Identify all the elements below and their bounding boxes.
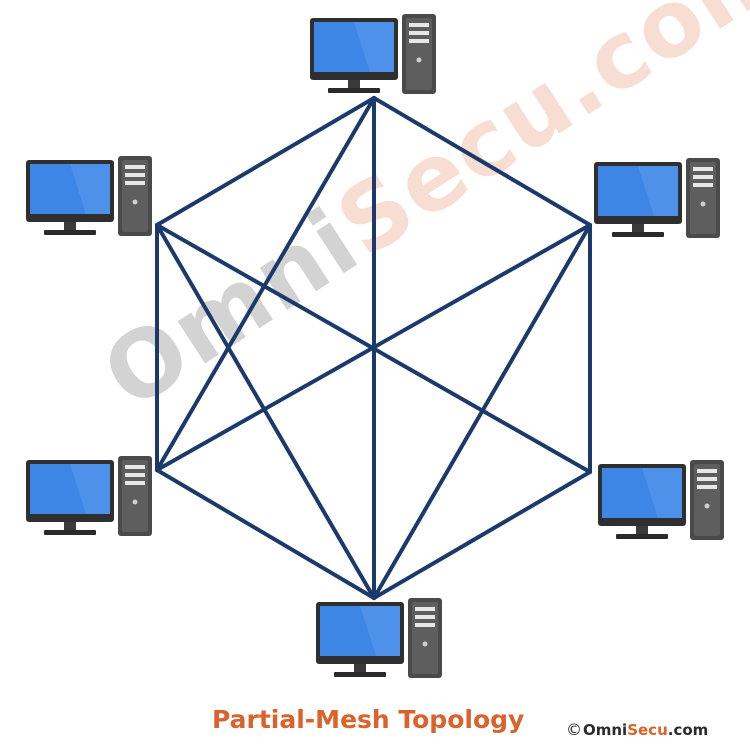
desktop-computer-icon xyxy=(598,460,724,540)
drive-bay xyxy=(415,615,435,619)
screen-glare xyxy=(70,164,110,214)
copyright-symbol: © xyxy=(566,720,582,739)
link-top-upper-right xyxy=(372,96,592,227)
drive-bay xyxy=(697,477,717,481)
drive-bay xyxy=(125,165,145,169)
computer-node-upper-left xyxy=(26,156,152,236)
drive-bay xyxy=(415,623,435,627)
computer-node-lower-left xyxy=(26,456,152,536)
monitor-base xyxy=(616,534,668,539)
computer-node-upper-right xyxy=(594,158,720,238)
computer-node-top xyxy=(310,14,436,94)
tower-front xyxy=(694,464,720,536)
monitor-base xyxy=(328,88,380,93)
links-layer xyxy=(155,96,592,600)
power-button xyxy=(132,499,138,505)
power-button xyxy=(704,503,710,509)
screen-glare xyxy=(360,606,400,656)
tower-front xyxy=(406,18,432,90)
monitor-neck xyxy=(354,664,366,672)
power-button xyxy=(700,201,706,207)
brand-logo: ©OmniSecu.com xyxy=(566,720,708,739)
monitor-base xyxy=(612,232,664,237)
screen-glare xyxy=(70,464,110,514)
power-button xyxy=(422,641,428,647)
drive-bay xyxy=(697,469,717,473)
drive-bay xyxy=(125,465,145,469)
computer-node-bottom xyxy=(316,598,442,678)
drive-bay xyxy=(125,481,145,485)
drive-bay xyxy=(125,181,145,185)
drive-bay xyxy=(697,485,717,489)
drive-bay xyxy=(409,39,429,43)
tower-front xyxy=(690,162,716,234)
monitor-base xyxy=(44,230,96,235)
diagram-title: Partial-Mesh Topology xyxy=(212,705,525,734)
monitor-base xyxy=(334,672,386,677)
brand-part3: .com xyxy=(667,721,709,739)
desktop-computer-icon xyxy=(26,456,152,536)
monitor-neck xyxy=(64,222,76,230)
drive-bay xyxy=(125,173,145,177)
link-upper-right-lower-left xyxy=(155,223,592,472)
brand-part2: Secu xyxy=(627,721,668,739)
drive-bay xyxy=(693,167,713,171)
screen-glare xyxy=(642,468,682,518)
monitor-base xyxy=(44,530,96,535)
link-lower-left-bottom xyxy=(155,468,376,600)
link-upper-left-bottom xyxy=(155,223,376,600)
screen-glare xyxy=(638,166,678,216)
drive-bay xyxy=(693,175,713,179)
desktop-computer-icon xyxy=(594,158,720,238)
nodes-layer xyxy=(26,14,724,678)
link-lower-right-bottom xyxy=(372,470,592,600)
power-button xyxy=(132,199,138,205)
tower-front xyxy=(122,460,148,532)
power-button xyxy=(416,57,422,63)
tower-front xyxy=(122,160,148,232)
drive-bay xyxy=(409,31,429,35)
brand-part1: Omni xyxy=(583,721,628,739)
desktop-computer-icon xyxy=(316,598,442,678)
monitor-neck xyxy=(632,224,644,232)
link-upper-right-bottom xyxy=(372,223,592,600)
monitor-neck xyxy=(64,522,76,530)
computer-node-lower-right xyxy=(598,460,724,540)
screen-glare xyxy=(354,22,394,72)
tower-front xyxy=(412,602,438,674)
desktop-computer-icon xyxy=(26,156,152,236)
monitor-neck xyxy=(348,80,360,88)
drive-bay xyxy=(409,23,429,27)
link-top-lower-left xyxy=(155,96,376,472)
monitor-neck xyxy=(636,526,648,534)
drive-bay xyxy=(415,607,435,611)
link-top-upper-left xyxy=(155,96,376,227)
drive-bay xyxy=(693,183,713,187)
drive-bay xyxy=(125,473,145,477)
desktop-computer-icon xyxy=(310,14,436,94)
